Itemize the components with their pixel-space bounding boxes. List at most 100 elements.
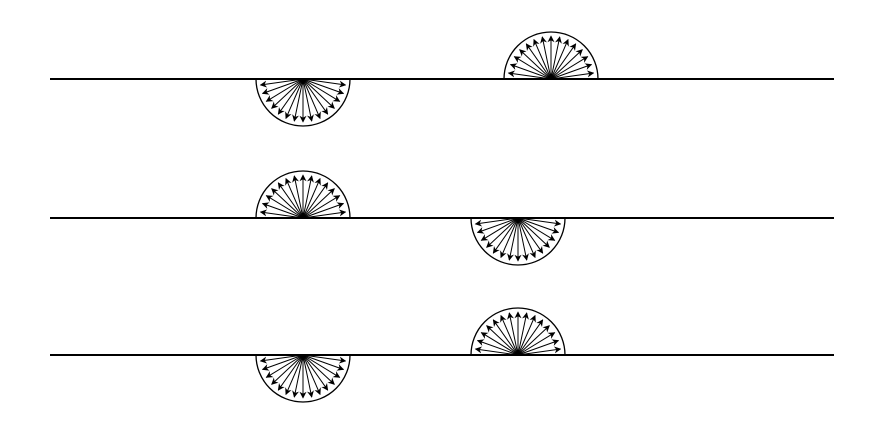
rows-layer xyxy=(50,31,834,403)
arrow xyxy=(302,177,321,219)
semicircle-arc xyxy=(255,354,351,403)
arrow xyxy=(259,78,304,88)
arrow xyxy=(519,49,552,80)
arrow xyxy=(302,354,341,378)
arrow xyxy=(302,78,335,109)
arrow xyxy=(480,217,519,241)
arrow xyxy=(517,217,536,259)
arrow xyxy=(277,78,304,115)
arrow xyxy=(492,319,519,356)
arrow xyxy=(302,195,341,219)
arrow xyxy=(517,332,556,356)
arrow xyxy=(302,182,329,219)
arrow xyxy=(292,175,304,219)
arrow xyxy=(540,36,552,80)
arrow xyxy=(480,332,519,356)
arrow xyxy=(517,217,550,248)
semicircle-above xyxy=(470,307,566,356)
arrow xyxy=(517,217,544,254)
arrow xyxy=(265,354,304,378)
arrow xyxy=(302,354,345,371)
arrow xyxy=(517,325,550,356)
arrow xyxy=(277,182,304,219)
arrow xyxy=(271,78,304,109)
semicircle-below xyxy=(255,354,351,403)
arrow xyxy=(285,177,304,219)
arrow xyxy=(525,43,552,80)
arrow xyxy=(292,78,304,122)
arrow xyxy=(517,217,562,227)
semicircle-below xyxy=(255,78,351,127)
arrow xyxy=(302,354,347,364)
arrow xyxy=(292,354,304,398)
arrow xyxy=(302,188,335,219)
arrow xyxy=(517,314,536,356)
arrow xyxy=(507,217,519,261)
arrow xyxy=(507,70,552,80)
diagram-row xyxy=(50,31,834,127)
arrow xyxy=(302,202,345,219)
arrow xyxy=(271,354,304,385)
arrow xyxy=(507,312,519,356)
arrow xyxy=(259,354,304,364)
arrow xyxy=(517,319,544,356)
arrow xyxy=(474,346,519,356)
arrow xyxy=(261,78,304,95)
arrow xyxy=(550,43,577,80)
arrow xyxy=(550,70,595,80)
arrow xyxy=(486,325,519,356)
diagram-row xyxy=(50,170,834,266)
arrow xyxy=(517,346,562,356)
arrow xyxy=(517,217,529,261)
arrow xyxy=(492,217,519,254)
arrow xyxy=(302,354,314,398)
arrow xyxy=(509,63,552,80)
arrow xyxy=(500,217,519,259)
arrow xyxy=(302,78,329,115)
arrow xyxy=(285,354,304,396)
arrow xyxy=(550,56,589,80)
arrow xyxy=(277,354,304,391)
semicircle-arc xyxy=(503,31,599,80)
semicircle-arc xyxy=(470,217,566,266)
arrow xyxy=(476,217,519,234)
semicircle-above xyxy=(503,31,599,80)
semicircle-arc xyxy=(470,307,566,356)
arrow xyxy=(550,63,593,80)
arrow xyxy=(302,209,347,219)
arrow xyxy=(476,339,519,356)
arrow xyxy=(550,36,562,80)
arrow xyxy=(517,312,529,356)
arrow xyxy=(302,354,329,391)
arrow xyxy=(265,195,304,219)
arrow xyxy=(550,49,583,80)
semicircle-above xyxy=(255,170,351,219)
arrow xyxy=(474,217,519,227)
arrow xyxy=(302,78,345,95)
arrow xyxy=(517,217,560,234)
arrow xyxy=(517,217,556,241)
arrow xyxy=(261,354,304,371)
arrow xyxy=(302,78,321,120)
arrow xyxy=(302,354,335,385)
semicircle-arc xyxy=(255,78,351,127)
arrow xyxy=(302,78,347,88)
arrow xyxy=(265,78,304,102)
arrow xyxy=(517,339,560,356)
semicircle-arc xyxy=(255,170,351,219)
arrow xyxy=(261,202,304,219)
arrow xyxy=(302,78,341,102)
arrow xyxy=(259,209,304,219)
arrow xyxy=(513,56,552,80)
arrow xyxy=(533,38,552,80)
arrow xyxy=(271,188,304,219)
arrow xyxy=(302,175,314,219)
semicircle-below xyxy=(470,217,566,266)
arrow xyxy=(486,217,519,248)
arrow xyxy=(550,38,569,80)
arrow xyxy=(302,354,321,396)
arrow xyxy=(500,314,519,356)
arrow xyxy=(285,78,304,120)
arrow xyxy=(302,78,314,122)
